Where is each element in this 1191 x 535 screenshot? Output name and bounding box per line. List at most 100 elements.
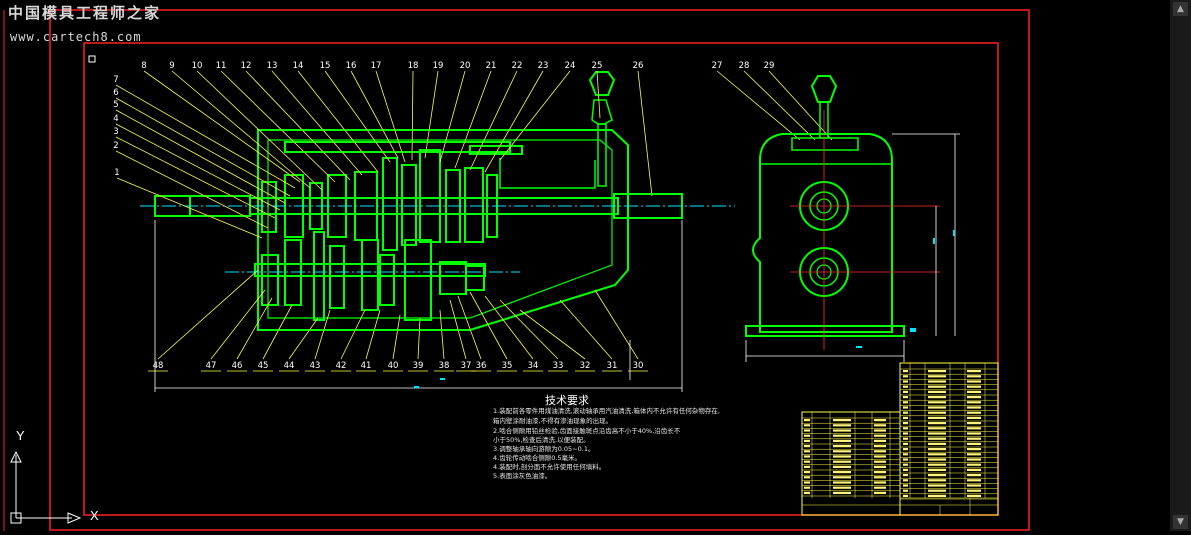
requirement-line: 5.表面涂灰色油漆。 [493, 472, 552, 480]
part-number-34: 34 [528, 361, 539, 371]
ucs-x-label: X [90, 508, 99, 523]
parts-list-entry [874, 429, 886, 432]
leader-line-15 [324, 70, 391, 163]
counter-gear-3 [313, 231, 325, 321]
parts-list-entry [874, 481, 886, 484]
leader-line-19 [424, 70, 439, 159]
ucs-icon[interactable] [10, 450, 82, 524]
part-number-4: 4 [113, 114, 118, 124]
parts-list-entry [928, 385, 946, 388]
part-number-17: 17 [371, 61, 382, 71]
leader-line-5 [115, 109, 286, 204]
dim-mark-side-2 [933, 238, 935, 244]
part-number-36: 36 [476, 361, 487, 371]
counter-gear-6 [379, 254, 395, 306]
parts-list-entry [833, 476, 851, 479]
parts-list-entry [967, 474, 981, 477]
part-number-23: 23 [538, 61, 549, 71]
parts-list-entry [967, 390, 981, 393]
part-number-28: 28 [739, 61, 750, 71]
leader-line-24 [499, 70, 571, 161]
parts-list-entry [928, 427, 946, 430]
parts-list-entry [928, 442, 946, 445]
leader-line-42 [340, 309, 366, 360]
part-number-46: 46 [232, 361, 243, 371]
parts-list-entry [903, 437, 908, 440]
vertical-scrollbar[interactable]: ▲ ▼ [1170, 0, 1191, 531]
parts-list-entry [967, 422, 981, 425]
bearing-cap [439, 261, 467, 295]
watermark-logo-text: 中国模具工程师之家 [8, 4, 162, 22]
parts-list-entry [903, 427, 908, 430]
parts-list-entry [967, 458, 981, 461]
leader-line-2 [115, 150, 269, 229]
gear-6 [382, 157, 398, 251]
parts-list-entry [833, 445, 851, 448]
parts-list-entry [928, 463, 946, 466]
housing-outline [257, 129, 629, 331]
technical-requirements-title: 技术要求 [545, 394, 589, 407]
parts-list-entry [928, 401, 946, 404]
leader-line-1 [116, 177, 263, 239]
part-number-48: 48 [153, 361, 164, 371]
parts-list-entry [833, 471, 851, 474]
leader-line-22 [469, 70, 518, 171]
parts-list-entry [903, 380, 908, 383]
leader-line-45 [262, 304, 293, 360]
shift-lever [597, 123, 607, 187]
parts-list-entry [804, 481, 810, 484]
parts-list-entry [874, 491, 886, 494]
parts-list-entry [874, 455, 886, 458]
side-housing [752, 133, 893, 333]
parts-list-entry [903, 448, 908, 451]
leader-line-29 [768, 70, 833, 141]
leader-line-38 [439, 309, 445, 360]
parts-list-entry [903, 416, 908, 419]
requirement-line: 箱内壁涂耐油漆,不得有渗油现象的出现。 [493, 417, 613, 425]
leader-line-33 [499, 299, 559, 360]
scroll-up-button[interactable]: ▲ [1173, 2, 1188, 16]
part-number-47: 47 [206, 361, 217, 371]
parts-list-entry [928, 396, 946, 399]
parts-list-entry [833, 450, 851, 453]
requirement-line: 2.啮合侧隙用铅丝检验,齿面接触斑点沿齿高不小于40%,沿齿长不 [493, 427, 681, 435]
part-number-6: 6 [113, 88, 118, 98]
parts-list-entry [833, 455, 851, 458]
part-number-29: 29 [764, 61, 775, 71]
end-cap [465, 265, 485, 291]
parts-list-entry [874, 486, 886, 489]
parts-list-entry [833, 424, 851, 427]
parts-list-entry [928, 422, 946, 425]
parts-list-entry [967, 427, 981, 430]
part-number-24: 24 [565, 61, 576, 71]
leader-line-28 [743, 70, 816, 141]
parts-list-entry [928, 416, 946, 419]
parts-list-entry [833, 439, 851, 442]
part-number-45: 45 [258, 361, 269, 371]
parts-list-entry [967, 489, 981, 492]
parts-list-entry [903, 484, 908, 487]
parts-list-entry [928, 370, 946, 373]
parts-list-entry [903, 370, 908, 373]
gear-1 [261, 181, 277, 233]
leader-line-16 [350, 70, 399, 159]
scroll-down-button[interactable]: ▼ [1173, 515, 1188, 529]
fork-rail [469, 145, 523, 155]
leader-line-34 [484, 295, 534, 360]
leader-line-11 [220, 70, 336, 183]
parts-list-entry [804, 424, 810, 427]
leader-line-17 [375, 70, 406, 163]
side-base [745, 325, 905, 337]
leader-line-32 [519, 309, 586, 360]
counter-gear-5 [361, 239, 379, 311]
parts-list-entry [903, 463, 908, 466]
front-view [154, 71, 683, 331]
parts-list-entry [928, 489, 946, 492]
parts-list-entry [967, 385, 981, 388]
parts-list-entry [928, 411, 946, 414]
parts-list-entry [903, 406, 908, 409]
parts-list-entry [967, 406, 981, 409]
